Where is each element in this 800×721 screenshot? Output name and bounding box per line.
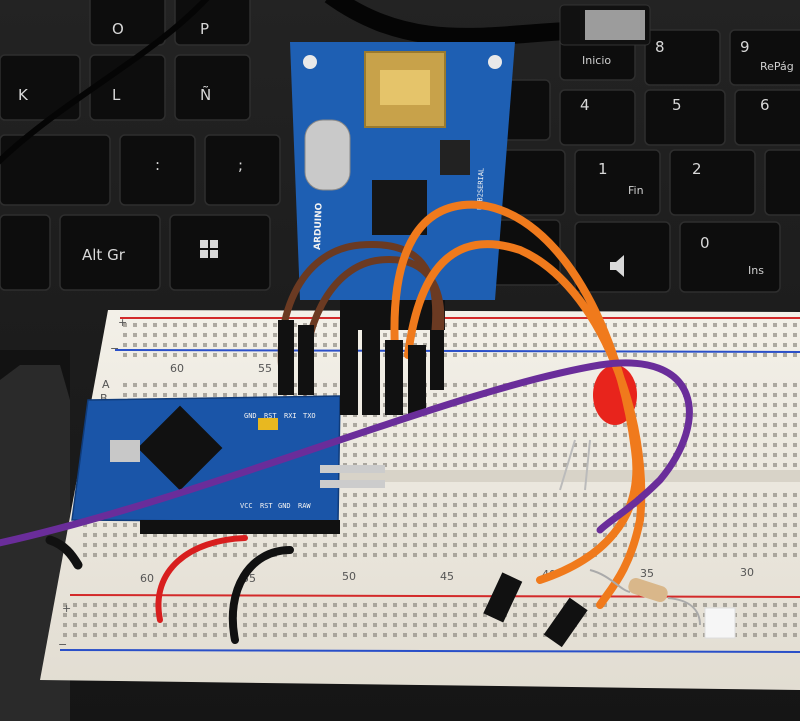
- col-label-50: 50: [342, 570, 356, 583]
- black-wire: [228, 546, 294, 644]
- pin-label-rst-bottom: RST: [260, 502, 273, 510]
- pin-label-gnd-bottom: GND: [278, 502, 291, 510]
- key-p-label: P: [200, 20, 209, 38]
- key-altgr-label: Alt Gr: [82, 246, 126, 264]
- key-4-label: 4: [580, 96, 590, 114]
- key-5-label: 5: [672, 96, 682, 114]
- usb-serial-adapter: ARDUINO USB2SERIAL: [290, 42, 515, 330]
- pin-label-raw: RAW: [298, 502, 311, 510]
- key-o-label: O: [112, 20, 124, 38]
- resistor: [589, 569, 701, 626]
- adapter-model-text: USB2SERIAL: [476, 168, 485, 210]
- row-label-b: B: [100, 392, 108, 405]
- pin-label-rst-top: RST: [264, 412, 277, 420]
- key-6-label: 6: [760, 96, 770, 114]
- key-8-label: 8: [655, 38, 665, 56]
- pin-label-vcc: VCC: [240, 502, 253, 510]
- col-label-35: 35: [640, 567, 654, 580]
- adapter-brand-text: ARDUINO: [313, 202, 325, 250]
- key-fin-label: Fin: [628, 184, 644, 197]
- key-semicolon-label: ;: [238, 156, 243, 174]
- key-enye-label: Ñ: [200, 85, 211, 104]
- pin-label-rxi: RXI: [284, 412, 297, 420]
- key-inicio-label: Inicio: [582, 54, 611, 67]
- col-label-60: 60: [140, 572, 154, 585]
- pin-label-txo: TXO: [303, 412, 316, 420]
- pin-label-gnd-top: GND: [244, 412, 257, 420]
- col-label-55-top: 55: [258, 362, 272, 375]
- rail-minus-top: −: [110, 342, 119, 355]
- key-1-label: 1: [598, 160, 608, 178]
- rail-plus-top: +: [118, 316, 127, 329]
- arduino-pro-mini: GND RST RXI TXO VCC RST GND RAW: [71, 395, 341, 534]
- col-label-30: 30: [740, 566, 754, 579]
- col-label-60-top: 60: [170, 362, 184, 375]
- orange-wires: [390, 200, 646, 609]
- volume-icon: [610, 255, 624, 277]
- row-label-a: A: [102, 378, 110, 391]
- key-ins-label: Ins: [748, 264, 764, 277]
- black-wire-left: [45, 535, 83, 570]
- key-9-label: 9: [740, 38, 750, 56]
- rail-plus-bottom: +: [62, 602, 71, 615]
- key-2-label: 2: [692, 160, 702, 178]
- red-wire: [155, 535, 248, 623]
- key-l-label: L: [112, 86, 121, 104]
- key-colon-label: :: [155, 156, 160, 174]
- purple-wire: [0, 359, 693, 547]
- usb-plug: [559, 4, 651, 46]
- cable-left: [0, 0, 210, 165]
- key-k-label: K: [18, 86, 29, 104]
- windows-key-icon: [200, 240, 218, 258]
- col-label-45: 45: [440, 570, 454, 583]
- key-repag-label: RePág: [760, 60, 794, 73]
- key-0-label: 0: [700, 234, 710, 252]
- rail-minus-bottom: −: [58, 638, 67, 651]
